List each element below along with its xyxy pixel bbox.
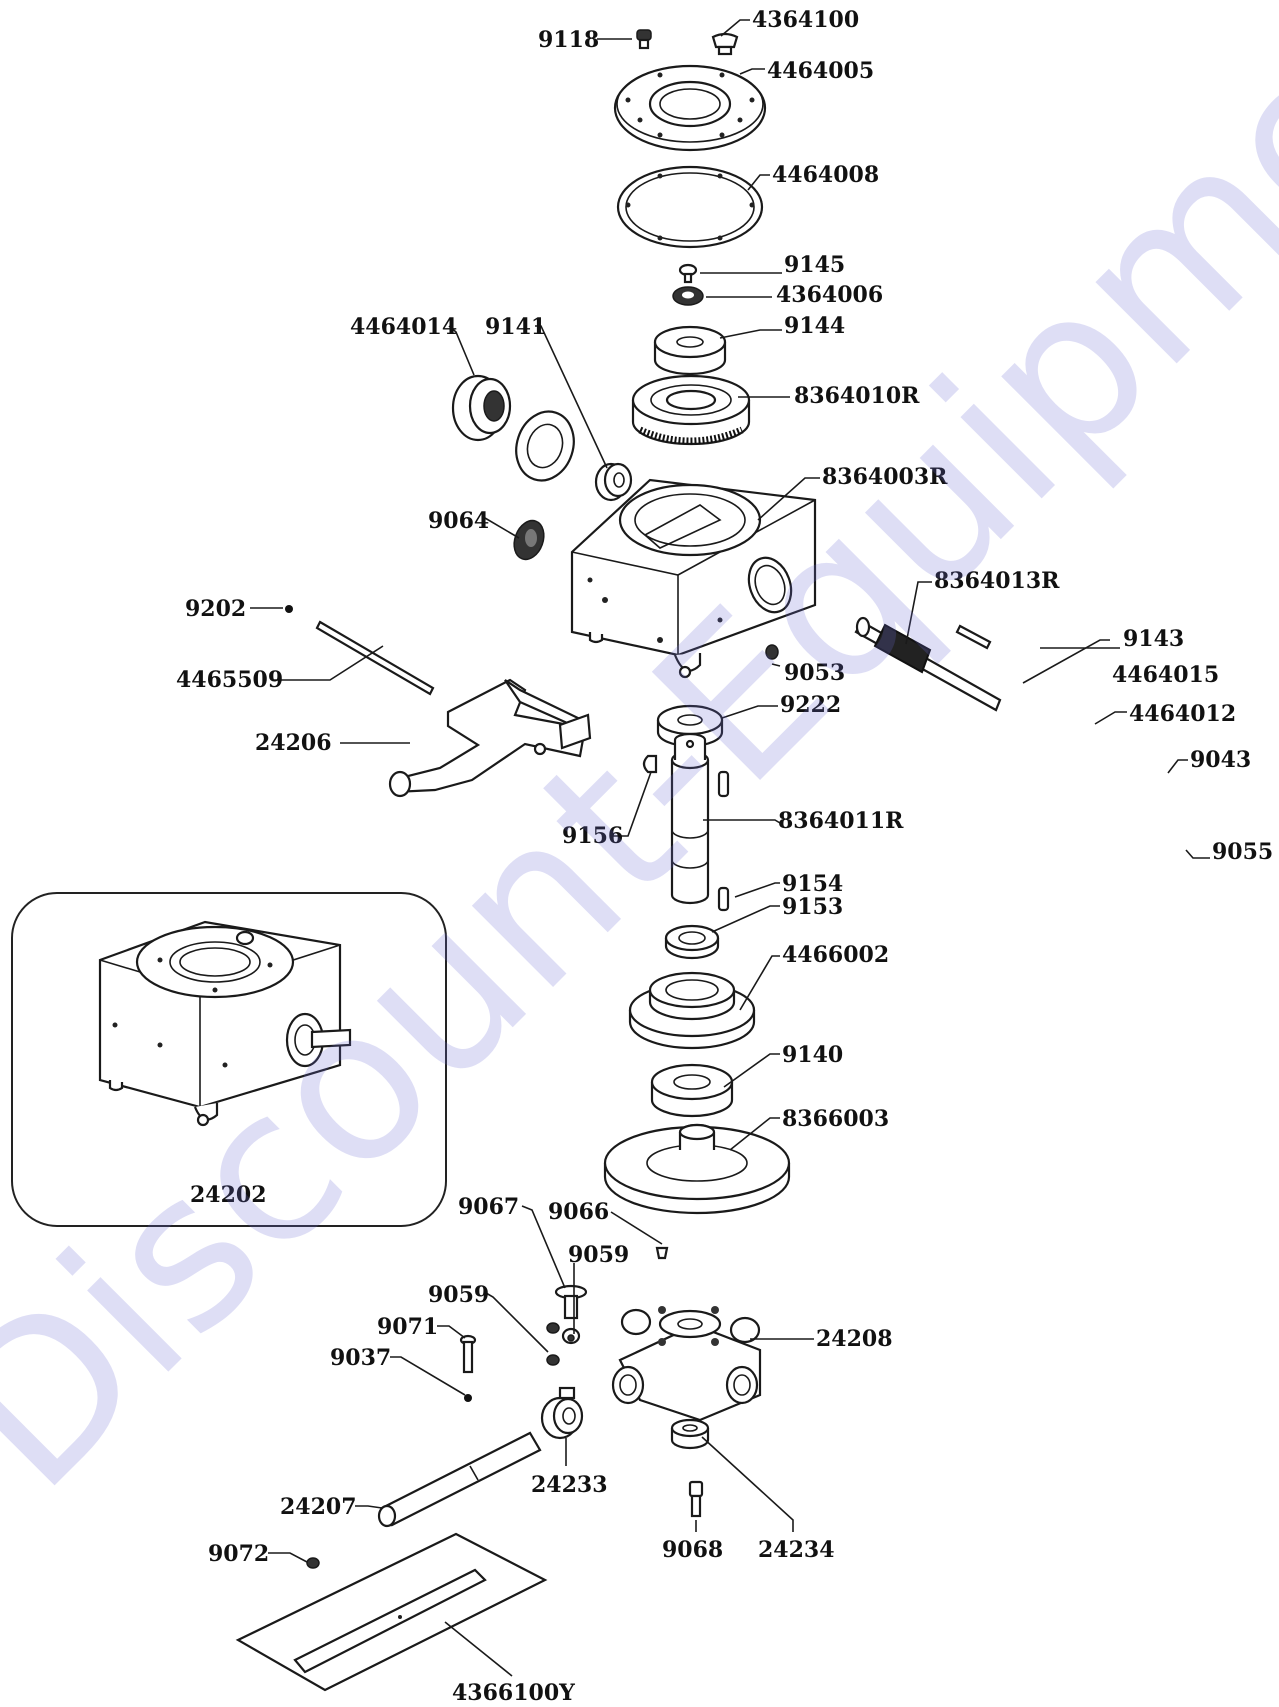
label-9059-a: 9059 bbox=[568, 1242, 629, 1268]
part-8364003R-housing bbox=[570, 478, 817, 679]
part-9145-bolt bbox=[678, 263, 698, 284]
part-24233-collar bbox=[540, 1386, 584, 1440]
label-9143: 9143 bbox=[1123, 626, 1184, 652]
part-9066-screw bbox=[655, 1246, 669, 1260]
part-4466002-flange bbox=[628, 971, 756, 1050]
label-8364011R: 8364011R bbox=[778, 808, 904, 834]
part-9202-ball bbox=[285, 605, 293, 613]
part-4464014-housing bbox=[451, 374, 512, 442]
part-9037-ball bbox=[464, 1394, 472, 1402]
part-4364100-plug bbox=[711, 32, 739, 56]
label-4364100: 4364100 bbox=[752, 7, 859, 33]
label-9053: 9053 bbox=[784, 660, 845, 686]
label-9118: 9118 bbox=[538, 27, 599, 53]
part-key-shaft bbox=[717, 770, 730, 798]
label-4464015: 4464015 bbox=[1112, 662, 1219, 688]
part-9059-nut-b bbox=[561, 1327, 581, 1345]
label-9072: 9072 bbox=[208, 1541, 269, 1567]
part-8364011R-shaft bbox=[670, 732, 710, 905]
label-24234: 24234 bbox=[758, 1537, 835, 1563]
label-9156: 9156 bbox=[562, 823, 623, 849]
label-24233: 24233 bbox=[531, 1472, 608, 1498]
label-9071: 9071 bbox=[377, 1314, 438, 1340]
label-4466002: 4466002 bbox=[782, 942, 889, 968]
label-9141: 9141 bbox=[485, 314, 546, 340]
label-9059-b: 9059 bbox=[428, 1282, 489, 1308]
part-side-gasket bbox=[515, 410, 575, 482]
label-8366003: 8366003 bbox=[782, 1106, 889, 1132]
label-24207: 24207 bbox=[280, 1494, 357, 1520]
part-8364010R-gear bbox=[631, 374, 751, 446]
part-9144-bearing bbox=[653, 325, 727, 376]
part-key-worm bbox=[955, 624, 992, 650]
label-24206: 24206 bbox=[255, 730, 332, 756]
label-9144: 9144 bbox=[784, 313, 845, 339]
part-8364013R-worm-shaft bbox=[854, 616, 1002, 712]
label-8364013R: 8364013R bbox=[934, 568, 1060, 594]
part-24207-shaft bbox=[377, 1431, 542, 1528]
part-4364006-washer bbox=[672, 286, 704, 306]
part-24208-hub bbox=[611, 1306, 762, 1422]
label-9202: 9202 bbox=[185, 596, 246, 622]
part-4464005-cover bbox=[613, 64, 767, 152]
label-24208: 24208 bbox=[816, 1326, 893, 1352]
part-9156-key bbox=[642, 754, 658, 774]
label-4464014: 4464014 bbox=[350, 314, 457, 340]
part-9118-screw bbox=[636, 29, 652, 50]
label-9145: 9145 bbox=[784, 252, 845, 278]
label-24202: 24202 bbox=[190, 1182, 267, 1208]
label-4465509: 4465509 bbox=[176, 667, 283, 693]
leader-lines bbox=[250, 19, 1210, 1677]
part-9141-bearing bbox=[594, 462, 633, 502]
part-24206-fork bbox=[388, 678, 592, 798]
label-9222: 9222 bbox=[780, 692, 841, 718]
label-9064: 9064 bbox=[428, 508, 489, 534]
label-9037: 9037 bbox=[330, 1345, 391, 1371]
part-4464008-gasket bbox=[616, 165, 764, 249]
label-9066: 9066 bbox=[548, 1199, 609, 1225]
label-4364006: 4364006 bbox=[776, 282, 883, 308]
label-4464008: 4464008 bbox=[772, 162, 879, 188]
part-9072-nut bbox=[306, 1557, 320, 1569]
part-labels: 9118 4364100 4464005 4464008 9145 436400… bbox=[176, 7, 1273, 1706]
part-24234-spacer bbox=[670, 1418, 710, 1450]
part-9140-bearing bbox=[650, 1063, 734, 1118]
part-9154-pin bbox=[717, 886, 730, 912]
part-9067-pin bbox=[554, 1284, 588, 1320]
part-8366003-disc bbox=[603, 1123, 791, 1215]
label-9043: 9043 bbox=[1190, 747, 1251, 773]
label-4464012: 4464012 bbox=[1129, 701, 1236, 727]
label-9153: 9153 bbox=[782, 894, 843, 920]
label-9068: 9068 bbox=[662, 1537, 723, 1563]
part-9059-nut-a bbox=[546, 1322, 560, 1366]
part-9064-seal bbox=[513, 519, 545, 561]
label-9055: 9055 bbox=[1212, 839, 1273, 865]
part-4465509-rod bbox=[315, 620, 435, 696]
part-9053-nut bbox=[765, 644, 779, 660]
label-4464005: 4464005 bbox=[767, 58, 874, 84]
label-9067: 9067 bbox=[458, 1194, 519, 1220]
label-4366100Y: 4366100Y bbox=[452, 1680, 575, 1706]
label-9140: 9140 bbox=[782, 1042, 843, 1068]
label-8364010R: 8364010R bbox=[794, 383, 920, 409]
label-9154: 9154 bbox=[782, 871, 843, 897]
label-8364003R: 8364003R bbox=[822, 464, 948, 490]
part-9068-bolt bbox=[688, 1480, 704, 1518]
part-9153-seal bbox=[664, 924, 720, 960]
part-9071-bolt bbox=[459, 1334, 477, 1374]
part-4366100Y-pad bbox=[235, 1532, 548, 1692]
inset-24202-assembly bbox=[11, 892, 447, 1227]
